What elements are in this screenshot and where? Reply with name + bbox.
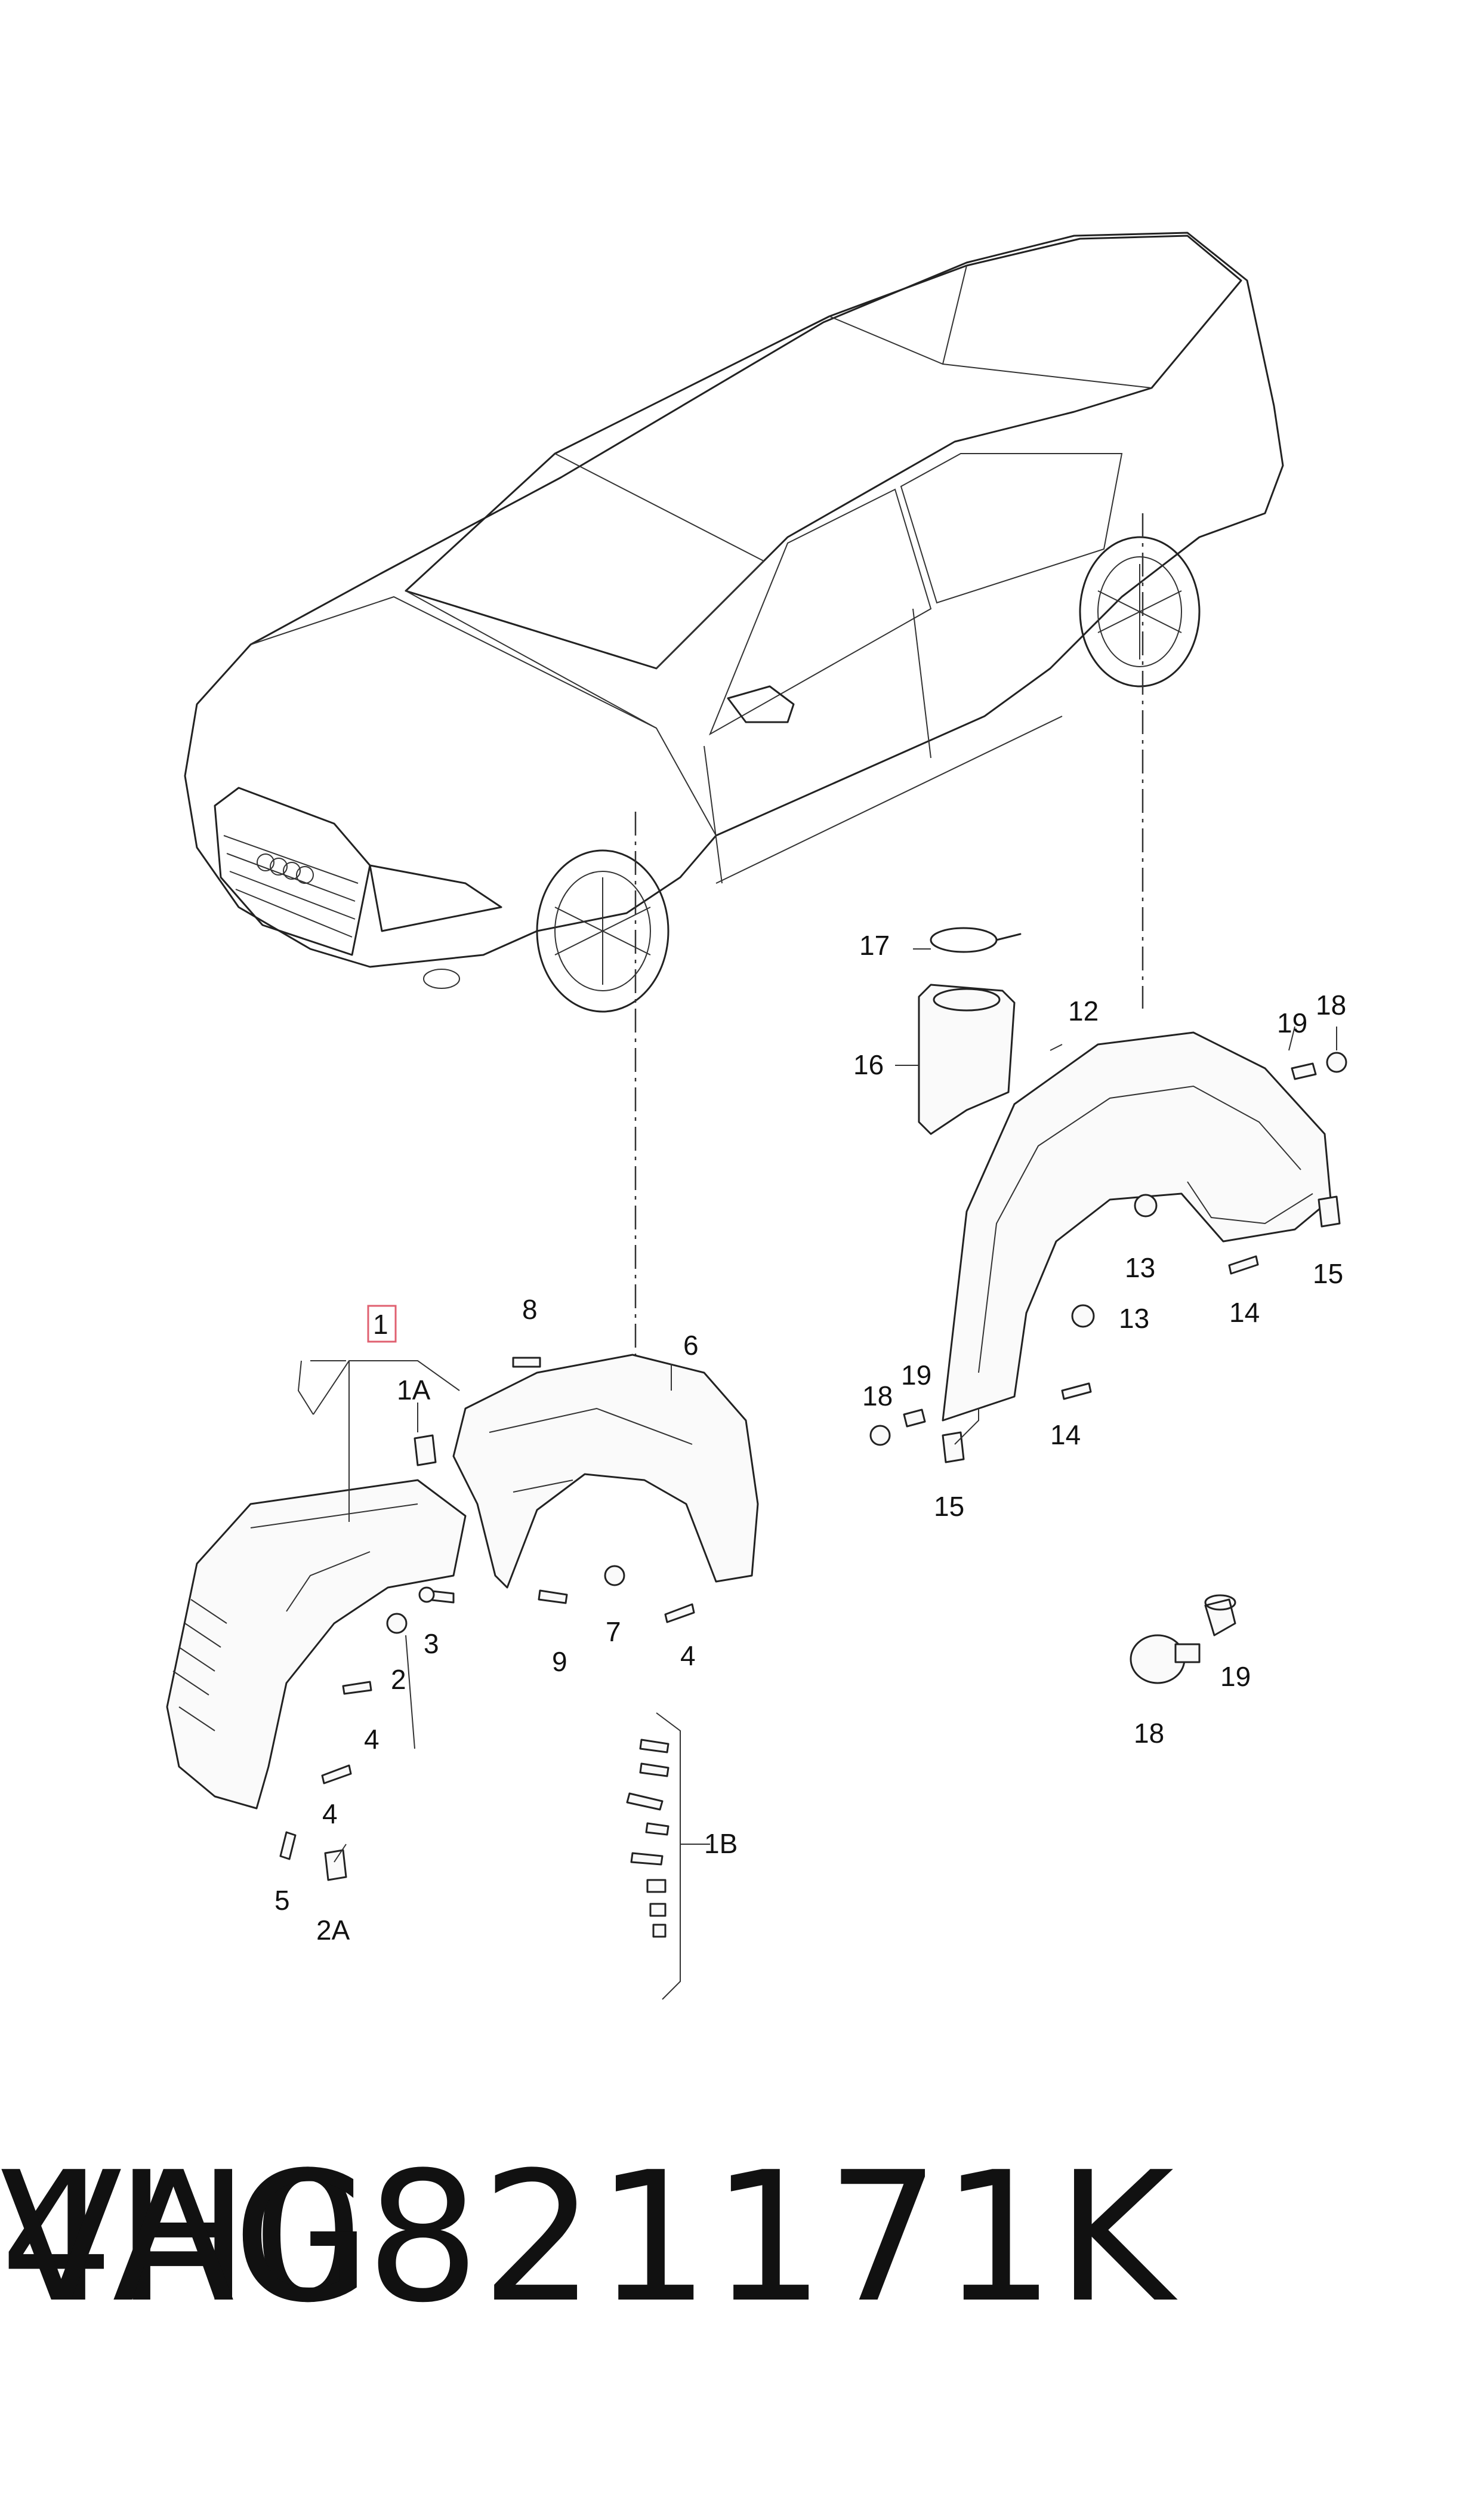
callout-18b: 18: [862, 1380, 893, 1411]
callout-1b: 1B: [704, 1828, 738, 1859]
screw-14a: [1228, 1255, 1259, 1275]
screw-4a: [342, 1681, 372, 1695]
pin-18b: [869, 1425, 891, 1446]
callout-18a: 18: [1316, 990, 1346, 1021]
washer-7: [604, 1565, 625, 1586]
screw-4b: [321, 1764, 352, 1784]
bolt-9: [538, 1589, 568, 1604]
screw-14b: [1061, 1382, 1092, 1400]
bolt-8: [512, 1357, 541, 1368]
callout-15b: 15: [934, 1491, 964, 1522]
bolt-5: [279, 1831, 297, 1860]
front-inner-liner: [452, 1354, 759, 1589]
rear-wheel-housing-liner: [942, 1031, 1332, 1422]
pin-18a: [1326, 1052, 1347, 1073]
fuel-filler-housing: [918, 984, 1016, 1135]
fuel-filler-strap: [930, 927, 1022, 953]
callout-16: 16: [853, 1049, 884, 1080]
clip-2a: [324, 1849, 347, 1881]
front-wheel-housing-liner: [166, 1479, 467, 1810]
callout-5: 5: [274, 1885, 290, 1916]
callout-1: 1: [373, 1309, 388, 1340]
fastener-group: [279, 1052, 1347, 1938]
leader-lines: [297, 948, 1337, 2000]
callout-14a: 14: [1229, 1297, 1260, 1328]
callout-7: 7: [606, 1616, 621, 1647]
callout-1-highlight-box: [367, 1305, 397, 1343]
grommet-13a: [1134, 1194, 1158, 1218]
callout-15a: 15: [1313, 1258, 1343, 1289]
callout-3: 3: [424, 1628, 439, 1659]
callout-9: 9: [552, 1646, 567, 1677]
nut-2: [386, 1613, 408, 1634]
callout-12: 12: [1068, 995, 1099, 1027]
screw-4c: [664, 1603, 695, 1623]
callout-labels: 1 1A 1B 2 2A 3 4 4 4 5 6 7 8 9 12 13 13 …: [274, 930, 1346, 1946]
callout-4b: 4: [322, 1798, 338, 1829]
clip-15b: [942, 1431, 965, 1463]
callout-17: 17: [859, 930, 890, 961]
rivet-19b: [903, 1408, 926, 1428]
callout-14b: 14: [1050, 1419, 1081, 1450]
callout-4c: 4: [680, 1640, 696, 1671]
clip-1a: [414, 1434, 437, 1466]
rivet-detail: [1130, 1594, 1236, 1684]
callout-2a: 2A: [316, 1915, 350, 1946]
callout-18c: 18: [1134, 1718, 1164, 1749]
callout-8: 8: [522, 1294, 538, 1325]
callout-4a: 4: [364, 1724, 380, 1755]
callout-6: 6: [683, 1330, 699, 1361]
clip-15a: [1318, 1195, 1341, 1228]
callout-2: 2: [391, 1664, 406, 1695]
rivet-19a: [1291, 1062, 1317, 1080]
callout-13b: 13: [1119, 1303, 1149, 1334]
part-number: 4H0821171K: [0, 2134, 1176, 2342]
callout-19c: 19: [1220, 1661, 1251, 1692]
brand-name: VAG: [0, 2134, 373, 2342]
callout-1a: 1A: [397, 1374, 431, 1406]
callout-13a: 13: [1125, 1252, 1155, 1283]
fastener-assortment-1b: [626, 1739, 670, 1938]
car-illustration: [184, 232, 1284, 1013]
callout-19a: 19: [1277, 1007, 1307, 1038]
grommet-13b: [1071, 1304, 1095, 1328]
callout-19b: 19: [901, 1360, 931, 1391]
